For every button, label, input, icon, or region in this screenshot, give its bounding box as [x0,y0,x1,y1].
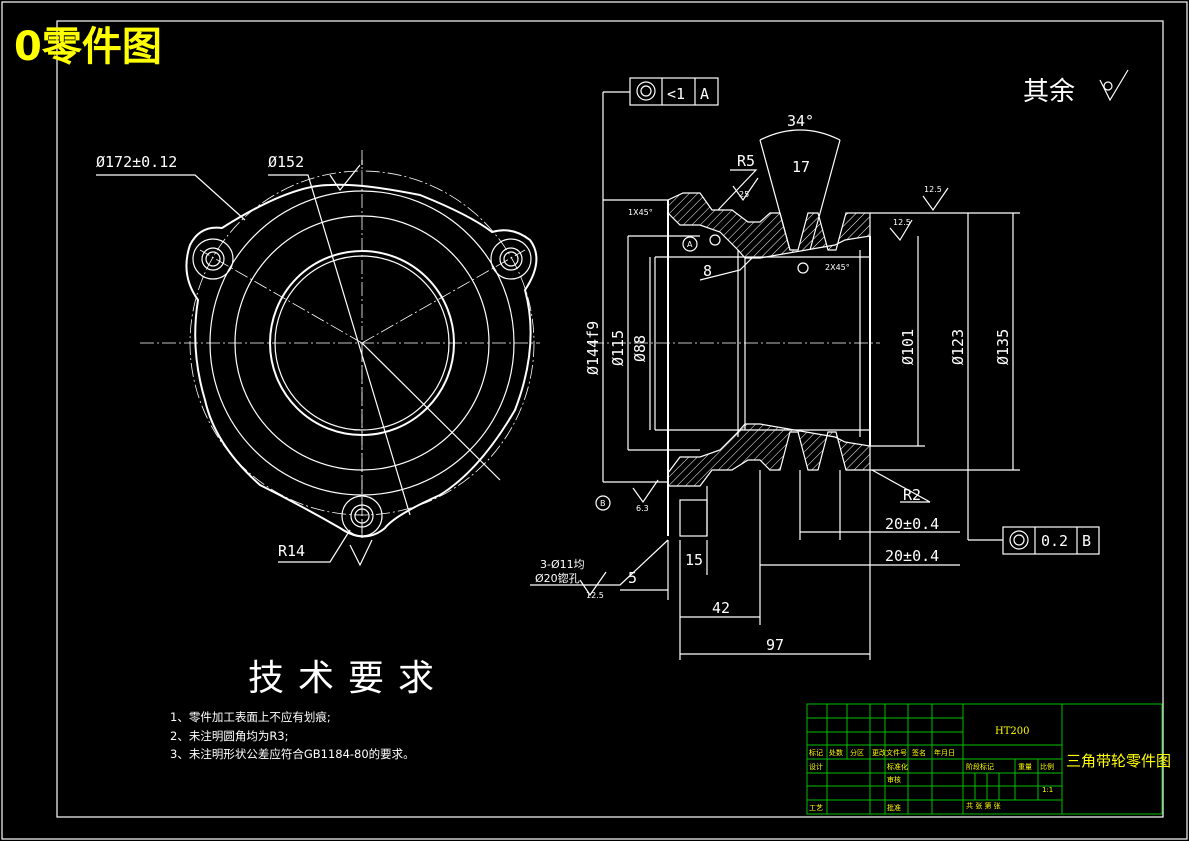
title-block [806,703,1163,815]
datum-a-marker [682,236,698,252]
dim-chamfer-2: 2X45° [825,263,850,272]
requirements-heading: 技术要求 [248,658,448,699]
tb-col-4: 更改文件号 [872,748,907,757]
dim-97: 97 [766,636,784,654]
dim-d135: Ø135 [994,329,1012,365]
ra-63: 6.3 [636,504,649,513]
tol-right-datum: B [1082,532,1091,550]
dim-chamfer-1: 1X45° [628,208,653,217]
tb-row-check: 审核 [887,775,901,784]
drawing-title: 0零件图 [14,24,162,70]
tb-row-approve: 批准 [887,803,901,812]
tb-col-3: 分区 [850,748,864,757]
tb-weight: 重量 [1018,763,1032,771]
surface-finish-note: 其余 [1023,77,1075,107]
roughness-mark-front [329,164,373,567]
tb-material: HT200 [995,726,1029,737]
concentricity-icon [1009,530,1029,550]
dim-d172: Ø172±0.12 [96,153,177,171]
tol-right-value: 0.2 [1041,532,1068,550]
dim-d144: Ø144f9 [584,321,602,375]
holes-note-2: Ø20锪孔 [535,572,580,585]
ra-125-bottom: 12.5 [586,591,604,600]
tb-row-design: 设计 [809,762,823,771]
dim-20a: 20±0.4 [885,515,939,533]
roughness-symbol-icon [1099,69,1129,102]
inner-border [56,20,1164,818]
section-view [530,91,1020,660]
datum-b-label: B [600,499,606,508]
tol-top-datum: A [700,85,709,103]
dim-angle: 34° [787,112,814,130]
dim-15: 15 [685,551,703,569]
tb-part-name: 三角带轮零件图 [1066,752,1171,770]
ra-125-top: 12.5 [924,185,942,194]
dim-r2: R2 [903,486,921,504]
dim-d88: Ø88 [631,335,649,362]
dim-42: 42 [712,599,730,617]
requirement-2: 2、未注明圆角均为R3; [170,729,289,743]
tb-stage-mark: 阶段标记 [966,762,994,771]
tb-col-1: 标记 [809,748,823,757]
tb-col-6: 年月日 [934,748,955,757]
dim-20b: 20±0.4 [885,547,939,565]
tb-scale: 比例 [1040,762,1054,771]
tb-sheets: 共 张 第 张 [966,801,1001,810]
dim-17: 17 [792,158,810,176]
dim-d115: Ø115 [609,330,627,366]
dim-d123: Ø123 [949,329,967,365]
tb-row-craft: 工艺 [809,804,823,812]
ra-25: 25 [739,190,749,199]
dim-d101: Ø101 [899,329,917,365]
bolt-hole-top-left [192,238,234,280]
ra-125-mid: 12.5 [893,218,911,227]
requirement-1: 1、零件加工表面上不应有划痕; [170,710,331,724]
tb-row-std: 标准化 [887,762,908,771]
tolerance-frame-right [1002,526,1100,555]
tb-scale-value: 1:1 [1042,786,1053,794]
tolerance-frame-top [629,77,719,106]
tol-top-value: <1 [667,85,685,103]
tb-col-5: 签名 [912,748,926,757]
dim-d152: Ø152 [268,153,304,171]
datum-a-label: A [687,240,693,249]
holes-note-1: 3-Ø11均 [540,558,585,571]
datum-b-marker [595,495,611,511]
bolt-hole-top-right [490,238,532,280]
dim-r5: R5 [737,152,755,170]
concentricity-icon [636,81,656,101]
tb-col-2: 处数 [829,748,843,757]
dim-8: 8 [703,262,712,280]
requirement-3: 3、未注明形状公差应符合GB1184-80的要求。 [170,747,415,761]
dim-5: 5 [628,569,637,587]
dim-r14: R14 [278,542,305,560]
front-view [96,150,540,567]
